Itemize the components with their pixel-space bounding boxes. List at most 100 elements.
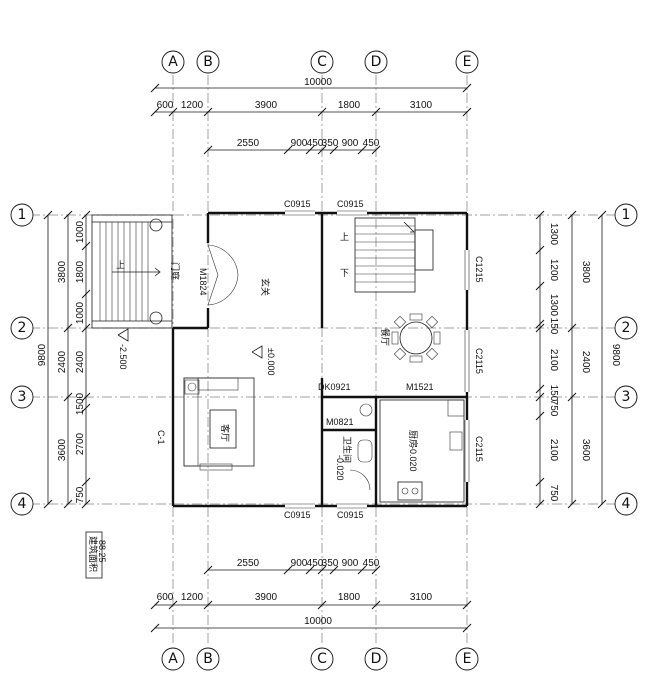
stair-up-label-right: 上	[340, 232, 349, 243]
kitchen-elevation: -0.020	[408, 446, 418, 472]
axis-label-2-left: 2	[18, 320, 27, 336]
dim-right-2100a: 2100	[548, 349, 559, 372]
kitchen-room-label: 厨房	[407, 430, 419, 448]
dim-detail-350-bottom: 350	[322, 558, 339, 569]
door-bath-label: M0821	[326, 417, 354, 427]
dim-left-1000b: 1000	[75, 301, 86, 324]
dim-right-750b: 750	[548, 485, 559, 502]
column-bubbles-top: A B C D E	[161, 50, 479, 74]
bath-room-label: 卫生间	[341, 436, 353, 463]
dim-left-2700: 2700	[75, 432, 86, 455]
stair-up-label-left: 上	[116, 260, 125, 271]
axis-label-d-bottom: D	[371, 651, 382, 667]
area-title: 建筑面积	[87, 536, 99, 572]
dim-detail-450b-bottom: 450	[363, 558, 380, 569]
dim-detail-450-top: 450	[307, 138, 324, 149]
opening-labels: C0915 C0915 C0915 C0915 C1215 C2115 C211…	[156, 199, 484, 520]
opening-dk-label: DK0921	[318, 382, 351, 392]
dim-seg-1800-top: 1800	[338, 100, 361, 111]
axis-label-c-bottom: C	[317, 651, 327, 667]
dim-right-150a: 150	[548, 318, 559, 335]
window-right-3-label: C2115	[474, 436, 484, 462]
axis-label-e-top: E	[463, 54, 472, 70]
dim-seg-600-top: 600	[157, 100, 174, 111]
axis-label-e-bottom: E	[463, 651, 472, 667]
dim-right-1300b: 1300	[548, 294, 559, 317]
axis-label-a-bottom: A	[168, 651, 178, 667]
dim-right-1300a: 1300	[548, 223, 559, 246]
dim-seg-1200-bottom: 1200	[181, 592, 204, 603]
dim-seg-3100-bottom: 3100	[410, 592, 433, 603]
porch-room-label: 门庭	[169, 262, 181, 280]
right-dimensions: 1300 1200 1300 150 2100 150 750 2100 750…	[535, 210, 621, 509]
row-bubbles-left: 1 2 3 4	[10, 203, 34, 516]
dim-left-750: 750	[75, 486, 86, 503]
axis-label-b-bottom: B	[203, 651, 213, 667]
door-kitchen-label: M1521	[406, 382, 434, 392]
dining-set: 餐厅	[379, 313, 441, 363]
axis-label-c-top: C	[317, 54, 327, 70]
right-stair: 上 下	[340, 217, 434, 293]
door-main-label: M1824	[198, 268, 208, 296]
axis-label-3-left: 3	[18, 389, 27, 405]
dim-seg-1200-top: 1200	[181, 100, 204, 111]
axis-label-1-left: 1	[18, 207, 27, 223]
axis-label-4-left: 4	[18, 496, 27, 512]
axis-label-b-top: B	[203, 54, 213, 70]
axis-label-d-top: D	[371, 54, 382, 70]
dim-detail-2550-top: 2550	[237, 138, 260, 149]
living-furniture: 客厅	[183, 377, 255, 471]
window-bottom-1-label: C0915	[284, 510, 311, 520]
area-value: 88.25	[97, 540, 107, 563]
dim-left-1000a: 1000	[75, 220, 86, 243]
dim-right-750a: 750	[548, 400, 559, 417]
dim-left-2400a: 2400	[57, 350, 68, 373]
living-room-label: 客厅	[219, 424, 231, 442]
left-dimensions: 9800 3800 2400 3600 1000 1800 1000 2400 …	[37, 210, 91, 509]
window-top-2-label: C0915	[337, 199, 364, 209]
dim-left-3600: 3600	[57, 438, 68, 461]
bottom-dimensions: 2550 900 450 350 900 450 600 1200 3900 1…	[150, 558, 472, 633]
porch-stair: 上 门庭	[91, 214, 181, 329]
dim-detail-2550-bottom: 2550	[237, 558, 260, 569]
dim-detail-350-top: 350	[322, 138, 339, 149]
dim-detail-450-bottom: 450	[307, 558, 324, 569]
dim-total-width-top: 10000	[304, 77, 332, 88]
top-dimensions: 10000 600 1200 3900 1800 3100 2550 900 4…	[150, 77, 472, 155]
window-right-2-label: C2115	[474, 348, 484, 374]
dim-right-2400: 2400	[580, 351, 591, 374]
dim-left-2400b: 2400	[75, 350, 86, 373]
dim-detail-900-top: 900	[291, 138, 308, 149]
dim-seg-1800-bottom: 1800	[338, 592, 361, 603]
dim-detail-900-bottom: 900	[291, 558, 308, 569]
dining-room-label: 餐厅	[379, 328, 391, 346]
area-stamp: 建筑面积 88.25	[85, 531, 107, 579]
dim-left-3800: 3800	[57, 260, 68, 283]
dim-detail-900b-top: 900	[342, 138, 359, 149]
dim-total-depth-right: 9800	[610, 344, 621, 367]
dim-left-1500: 1500	[75, 392, 86, 415]
window-bottom-2-label: C0915	[337, 510, 364, 520]
stair-down-label: 下	[340, 269, 349, 279]
kitchen-fixtures: 厨房 -0.020	[379, 399, 465, 503]
main-door: M1824	[198, 244, 239, 306]
column-bubbles-bottom: A B C D E	[161, 647, 479, 671]
bath-fixtures: 卫生间 -0.020	[335, 403, 373, 491]
dim-right-2100b: 2100	[548, 439, 559, 462]
interior-walls	[320, 213, 467, 506]
outside-elevation: -2.500	[118, 344, 128, 370]
section-mark-label: C-1	[156, 430, 166, 445]
axis-label-2-right: 2	[622, 320, 631, 336]
dim-right-1200: 1200	[548, 259, 559, 282]
dim-seg-3900-top: 3900	[255, 100, 278, 111]
exterior-walls	[171, 209, 471, 510]
axis-label-a-top: A	[168, 54, 178, 70]
window-top-1-label: C0915	[284, 199, 311, 209]
main-elevation: ±0.000	[266, 348, 276, 375]
row-bubbles-right: 1 2 3 4	[614, 203, 638, 516]
dim-right-150b: 150	[548, 385, 559, 402]
dim-left-1800: 1800	[75, 260, 86, 283]
axis-label-4-right: 4	[622, 496, 631, 512]
dim-seg-3900-bottom: 3900	[255, 592, 278, 603]
